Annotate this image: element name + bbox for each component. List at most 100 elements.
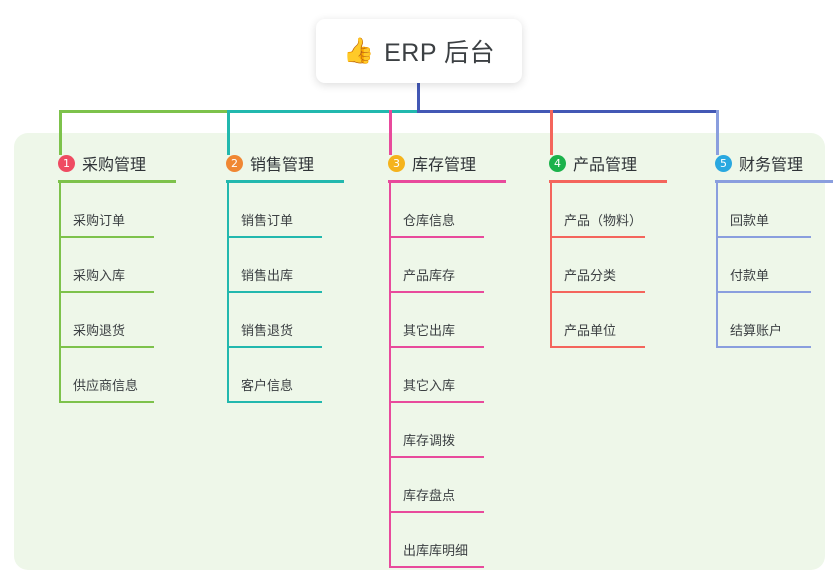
leaf-label: 客户信息	[241, 378, 294, 393]
leaf-label: 结算账户	[730, 323, 783, 338]
column-title-5: 财务管理	[739, 157, 804, 174]
leaf-rule	[716, 291, 811, 293]
column-header-rule-1	[58, 180, 176, 183]
leaf-rule	[59, 236, 154, 238]
column-1: 1 采购管理采购订单采购入库采购退货供应商信息	[36, 143, 196, 403]
drop-column-5	[716, 110, 719, 155]
leaf-label: 产品（物料）	[564, 213, 643, 228]
column-spine-3	[389, 183, 391, 568]
column-spine-5	[716, 183, 718, 348]
leaf-rule	[550, 291, 645, 293]
leaf-rule	[389, 291, 484, 293]
column-title-2: 销售管理	[250, 157, 315, 174]
column-title-4: 产品管理	[573, 157, 638, 174]
leaf-item[interactable]: 产品（物料）	[527, 183, 695, 238]
leaf-item[interactable]: 库存盘点	[366, 458, 529, 513]
root-title: ERP 后台	[384, 39, 496, 67]
column-title-1: 采购管理	[82, 157, 147, 174]
drop-column-1	[59, 110, 62, 155]
column-2: 2 销售管理销售订单销售出库销售退货客户信息	[204, 143, 364, 403]
leaf-label: 销售退货	[241, 323, 294, 338]
leaf-rule	[59, 346, 154, 348]
leaf-label: 其它入库	[403, 378, 456, 393]
leaf-label: 采购退货	[73, 323, 126, 338]
leaf-rule	[389, 456, 484, 458]
leaf-label: 产品单位	[564, 323, 617, 338]
leaf-rule	[389, 346, 484, 348]
leaf-item[interactable]: 结算账户	[693, 293, 839, 348]
leaf-label: 库存盘点	[403, 488, 456, 503]
leaf-item[interactable]: 销售出库	[204, 238, 364, 293]
column-header-rule-4	[549, 180, 667, 183]
column-title-3: 库存管理	[412, 157, 477, 174]
leaf-item[interactable]: 产品分类	[527, 238, 695, 293]
leaf-rule	[59, 291, 154, 293]
leaf-label: 销售出库	[241, 268, 294, 283]
leaf-rule	[389, 566, 484, 568]
column-spine-1	[59, 183, 61, 403]
leaf-label: 产品库存	[403, 268, 456, 283]
leaf-item[interactable]: 付款单	[693, 238, 839, 293]
leaf-item[interactable]: 采购退货	[36, 293, 196, 348]
leaf-rule	[550, 236, 645, 238]
thumbs-up-icon: 👍	[342, 36, 375, 65]
leaf-label: 供应商信息	[73, 378, 139, 393]
leaf-rule	[716, 236, 811, 238]
leaf-item[interactable]: 销售退货	[204, 293, 364, 348]
leaf-item[interactable]: 产品单位	[527, 293, 695, 348]
column-badge-2: 2	[226, 154, 243, 172]
column-5: 5 财务管理回款单付款单结算账户	[693, 143, 839, 348]
leaf-item[interactable]: 出库库明细	[366, 513, 529, 568]
bus-segment-green	[59, 110, 229, 113]
leaf-item[interactable]: 库存调拨	[366, 403, 529, 458]
leaf-label: 库存调拨	[403, 433, 456, 448]
column-4: 4 产品管理产品（物料） 产品分类产品单位	[527, 143, 695, 348]
column-badge-5: 5	[715, 154, 732, 172]
leaf-label: 付款单	[730, 268, 770, 283]
leaf-rule	[227, 236, 322, 238]
column-3: 3 库存管理仓库信息产品库存其它出库其它入库库存调拨库存盘点出库库明细	[366, 143, 529, 568]
root-trunk	[417, 83, 420, 113]
leaf-label: 回款单	[730, 213, 770, 228]
leaf-label: 采购订单	[73, 213, 126, 228]
leaf-rule	[389, 401, 484, 403]
column-badge-4: 4	[549, 154, 566, 172]
leaf-label: 其它出库	[403, 323, 456, 338]
leaf-item[interactable]: 销售订单	[204, 183, 364, 238]
leaf-item[interactable]: 其它入库	[366, 348, 529, 403]
column-header-4[interactable]: 4 产品管理	[527, 143, 695, 183]
leaf-label: 销售订单	[241, 213, 294, 228]
leaf-item[interactable]: 采购入库	[36, 238, 196, 293]
leaf-label: 出库库明细	[403, 543, 469, 558]
bus-segment-teal	[227, 110, 420, 113]
leaf-item[interactable]: 客户信息	[204, 348, 364, 403]
drop-column-4	[550, 110, 553, 155]
column-header-3[interactable]: 3 库存管理	[366, 143, 529, 183]
leaf-rule	[227, 346, 322, 348]
column-header-rule-3	[388, 180, 506, 183]
root-node-card[interactable]: 👍 ERP 后台	[316, 19, 522, 83]
leaf-rule	[59, 401, 154, 403]
leaf-item[interactable]: 产品库存	[366, 238, 529, 293]
column-header-5[interactable]: 5 财务管理	[693, 143, 839, 183]
leaf-item[interactable]: 仓库信息	[366, 183, 529, 238]
leaf-item[interactable]: 采购订单	[36, 183, 196, 238]
column-badge-3: 3	[388, 154, 405, 172]
leaf-rule	[227, 291, 322, 293]
leaf-rule	[389, 236, 484, 238]
column-header-rule-5	[715, 180, 833, 183]
leaf-item[interactable]: 回款单	[693, 183, 839, 238]
leaf-item[interactable]: 供应商信息	[36, 348, 196, 403]
column-spine-4	[550, 183, 552, 348]
leaf-rule	[227, 401, 322, 403]
column-badge-1: 1	[58, 154, 75, 172]
bus-segment-indigo	[417, 110, 718, 113]
leaf-rule	[550, 346, 645, 348]
leaf-item[interactable]: 其它出库	[366, 293, 529, 348]
drop-column-2	[227, 110, 230, 155]
column-spine-2	[227, 183, 229, 403]
drop-column-3	[389, 110, 392, 155]
column-header-1[interactable]: 1 采购管理	[36, 143, 196, 183]
column-header-2[interactable]: 2 销售管理	[204, 143, 364, 183]
leaf-label: 采购入库	[73, 268, 126, 283]
